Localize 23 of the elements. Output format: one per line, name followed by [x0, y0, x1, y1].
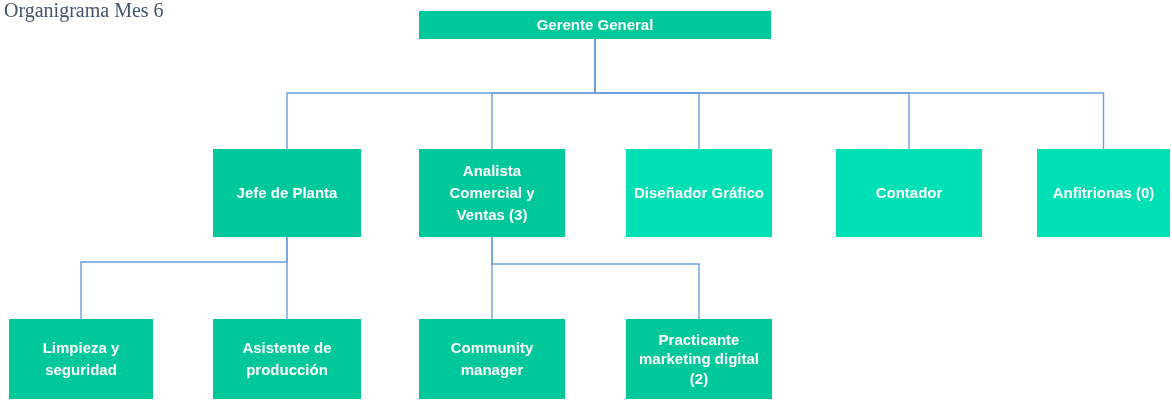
position-box: [213, 149, 361, 237]
position-title: Limpieza y seguridad: [41, 338, 121, 380]
position-box: [419, 319, 565, 399]
position-title: Practicante marketing digital (2): [638, 329, 760, 389]
position-title: Anfitrionas (0): [1052, 183, 1155, 204]
position-box: [1037, 149, 1170, 237]
position-box: [213, 319, 361, 399]
position-title: Gerente General: [536, 15, 654, 36]
position-title: Asistente de producción: [241, 338, 333, 380]
position-title: Jefe de Planta: [236, 183, 338, 204]
position-box: [419, 11, 771, 39]
position-title: Analista Comercial y Ventas (3): [448, 161, 536, 225]
connector-line: [286, 236, 288, 320]
position-box: [626, 149, 772, 237]
diagram-title: Organigrama Mes 6: [4, 0, 164, 22]
position-title: Contador: [875, 183, 943, 204]
position-box: [626, 319, 772, 399]
position-box: [419, 149, 565, 237]
position-box: [9, 319, 153, 399]
connector-line: [491, 236, 700, 320]
position-title: Community manager: [449, 338, 535, 380]
position-box: [836, 149, 982, 237]
position-title: Diseñador Gráfico: [633, 183, 764, 204]
